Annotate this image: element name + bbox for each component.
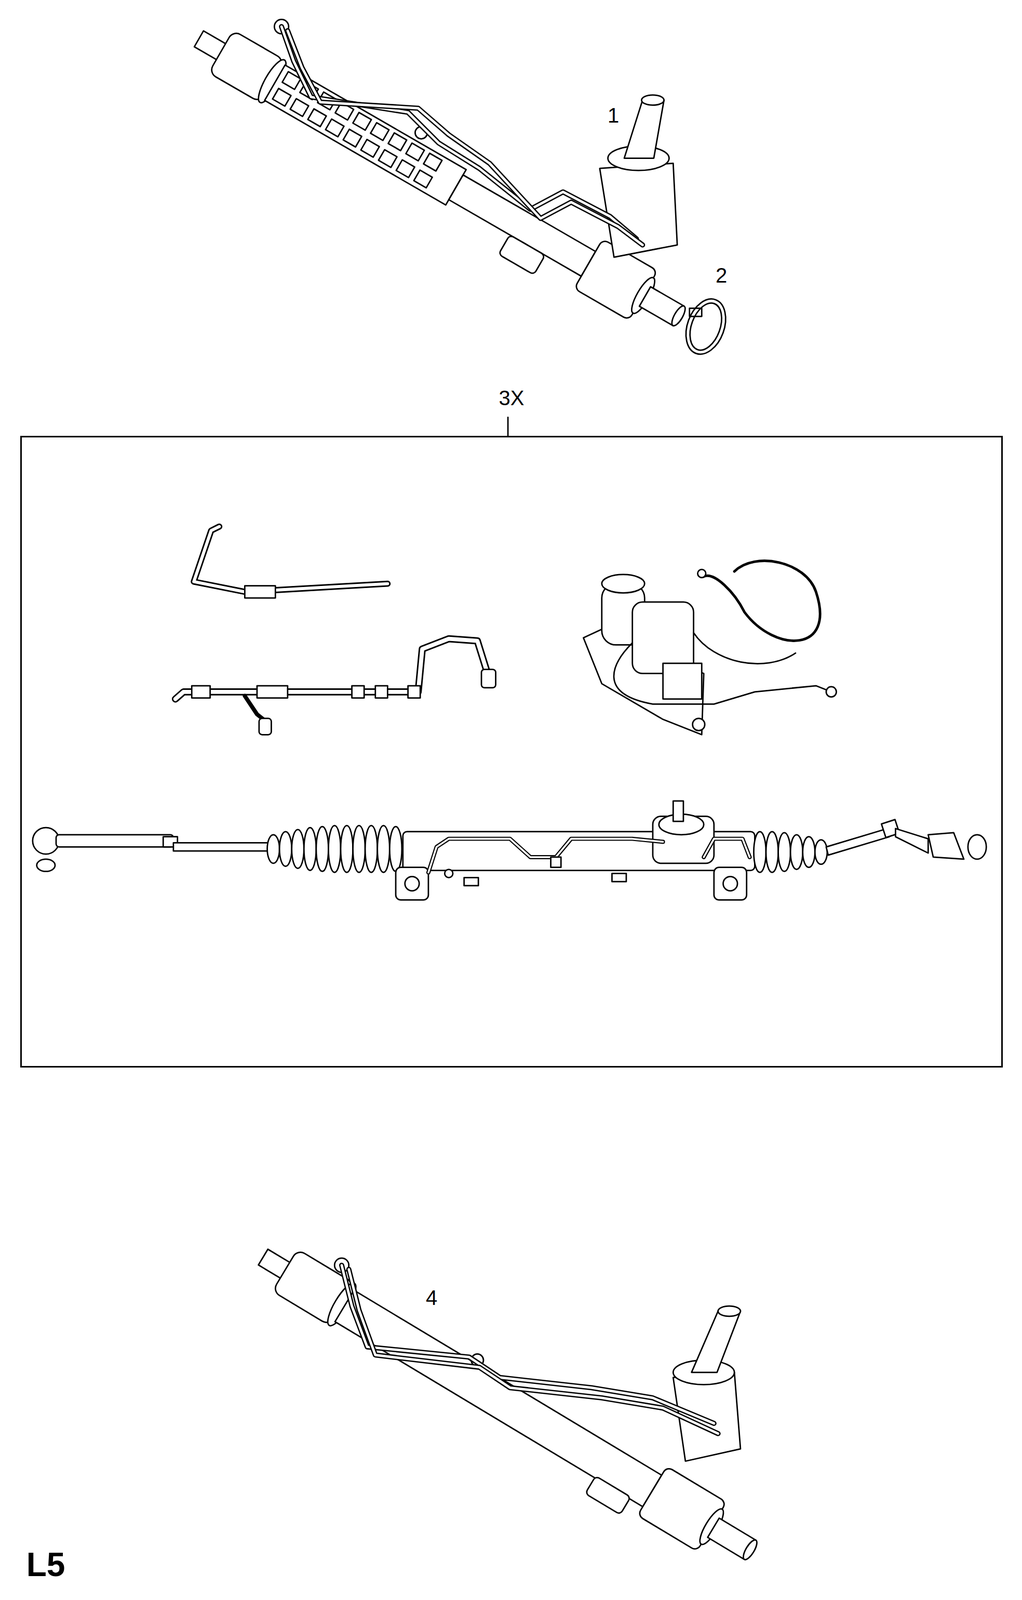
steering-rack bbox=[244, 1232, 769, 1583]
return-hose bbox=[175, 638, 496, 735]
group-frame: 3X bbox=[20, 435, 1003, 1068]
callout-number: 4 bbox=[425, 1286, 438, 1308]
pressure-pipe bbox=[193, 526, 388, 598]
page-code: L5 bbox=[26, 1547, 66, 1581]
callout-number: 2 bbox=[715, 264, 728, 286]
pump-motor bbox=[583, 560, 837, 735]
hose-clamp bbox=[678, 293, 733, 360]
steering-rack bbox=[32, 800, 987, 900]
leader-line bbox=[507, 417, 509, 436]
callout-number: 1 bbox=[607, 104, 620, 126]
steering-rack bbox=[180, 14, 697, 350]
callout-number: 3X bbox=[21, 387, 1002, 409]
